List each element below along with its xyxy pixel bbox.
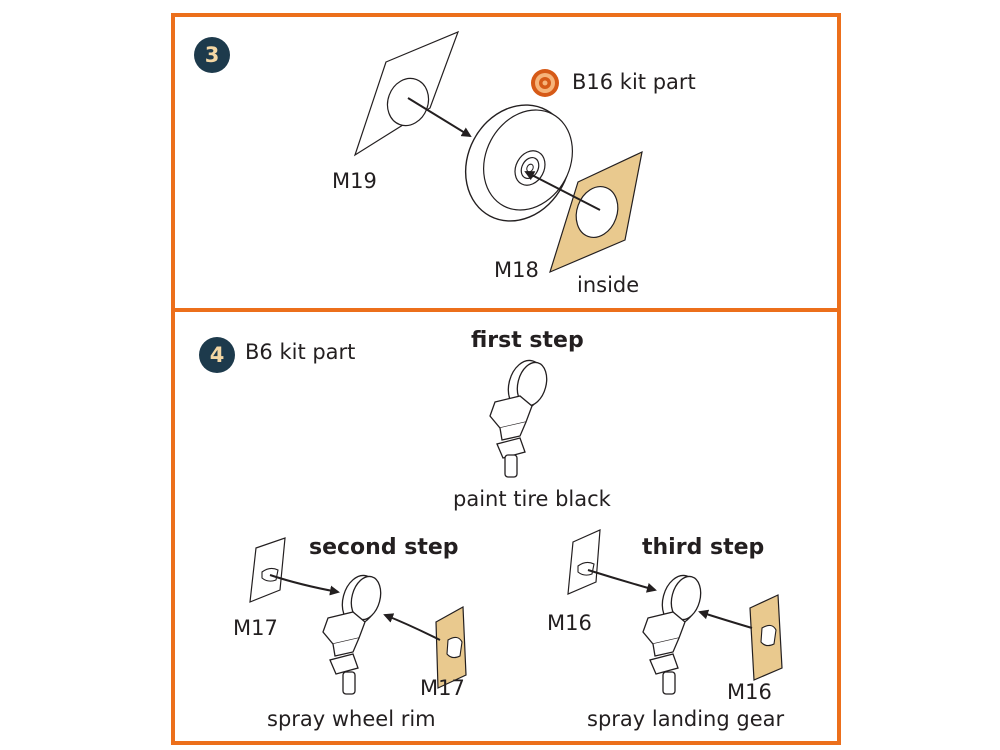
first-step-caption: paint tire black	[453, 487, 611, 511]
third-step-left-part: M16	[547, 611, 592, 635]
b6-kit-part-label: B6 kit part	[245, 340, 356, 364]
step-3-badge: 3	[194, 37, 230, 73]
second-step-right-part: M17	[420, 676, 465, 700]
third-step-title: third step	[642, 535, 765, 560]
m19-label: M19	[332, 169, 377, 193]
second-step-title: second step	[309, 535, 459, 560]
inside-label: inside	[577, 273, 640, 297]
first-step-title: first step	[471, 328, 584, 353]
third-step-caption: spray landing gear	[587, 707, 785, 731]
step-4-panel	[171, 308, 841, 745]
second-step-caption: spray wheel rim	[267, 707, 436, 731]
second-step-left-part: M17	[233, 616, 278, 640]
b16-kit-part-label: B16 kit part	[572, 70, 696, 94]
third-step-right-part: M16	[727, 680, 772, 704]
step-4-badge: 4	[199, 337, 235, 373]
m18-label: M18	[494, 258, 539, 282]
